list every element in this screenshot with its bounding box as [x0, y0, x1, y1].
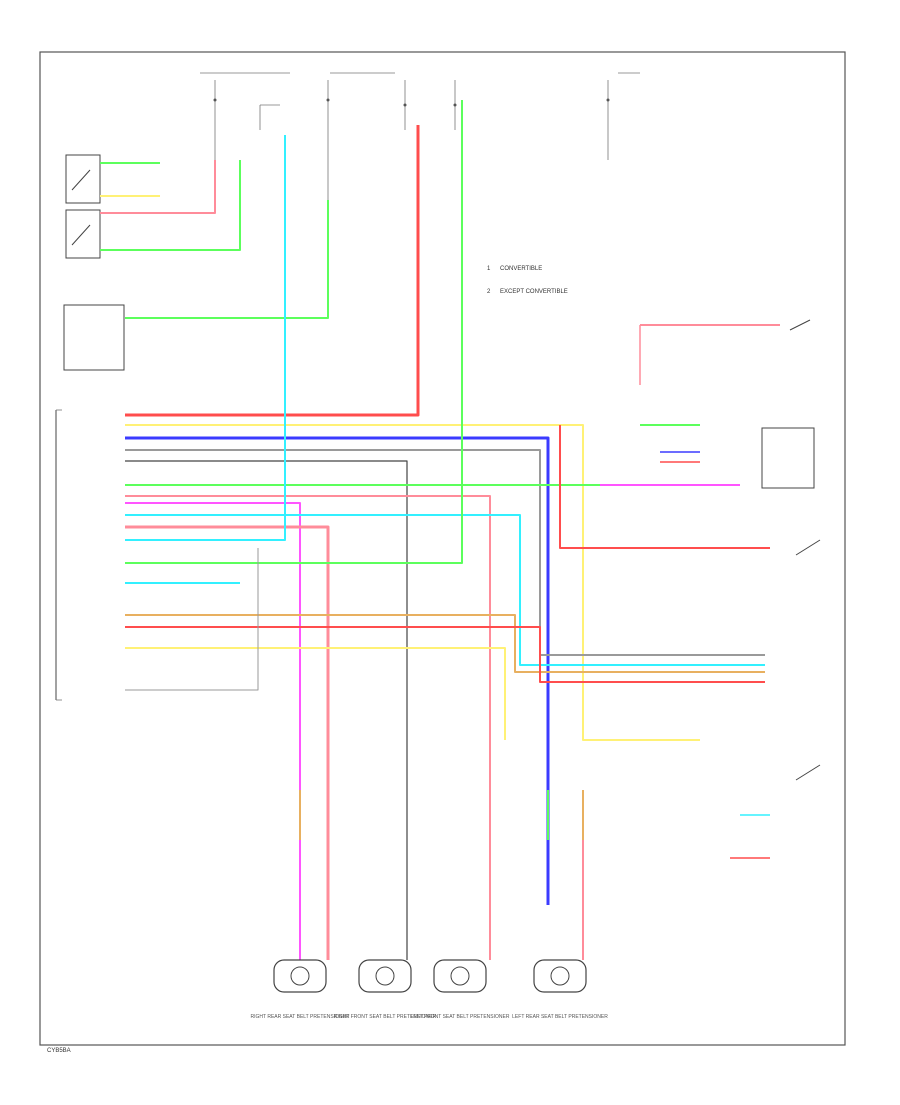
- wire-green-5: [125, 200, 329, 319]
- power-section: [200, 72, 640, 200]
- wire-green-16: [125, 100, 463, 564]
- wire-gray-30: [125, 548, 259, 691]
- wire-pink-14: [125, 525, 330, 960]
- motor-label-3: LEFT FRONT SEAT BELT PRETENSIONER: [411, 1014, 510, 1020]
- wire-red-21: [559, 425, 770, 549]
- wire-cyan-15: [125, 135, 286, 541]
- legend-text-1: CONVERTIBLE: [500, 266, 542, 272]
- wire-black-9: [125, 460, 408, 960]
- wire-group: [100, 100, 780, 960]
- wire-gray-8: [125, 449, 765, 656]
- pretensioner-motor-4: [533, 959, 587, 993]
- wire-red-0: [125, 125, 420, 417]
- motor-label-2: RIGHT FRONT SEAT BELT PRETENSIONER: [334, 1014, 437, 1020]
- motor-label-1: RIGHT REAR SEAT BELT PRETENSIONER: [250, 1014, 349, 1020]
- diagram-code: CYB5BA: [47, 1048, 71, 1054]
- pretensioner-motor-3: [433, 959, 487, 993]
- legend-key-2: 2: [487, 289, 491, 295]
- legend-key-1: 1: [487, 266, 491, 272]
- legend-text-2: EXCEPT CONVERTIBLE: [500, 289, 568, 295]
- wire-yellow-20: [125, 647, 506, 740]
- pretensioner-motor-2: [358, 959, 412, 993]
- wire-yellow-6: [125, 424, 700, 741]
- left-switch-boxes: [63, 154, 125, 371]
- wire-red-19: [125, 626, 765, 683]
- diagram-frame: [39, 51, 846, 1046]
- right-components: [761, 319, 821, 781]
- legend: 1 CONVERTIBLE 2 EXCEPT CONVERTIBLE: [487, 266, 568, 295]
- wire-cyan-13: [125, 514, 765, 666]
- pretensioner-motor-1: [273, 959, 327, 993]
- wire-green-2: [100, 160, 241, 251]
- wire-magenta-12: [125, 502, 301, 960]
- srs-control-module: [55, 409, 62, 701]
- wire-blue-7: [125, 436, 550, 905]
- motor-labels: RIGHT REAR SEAT BELT PRETENSIONER RIGHT …: [250, 1014, 608, 1020]
- wire-pink-11: [125, 495, 491, 960]
- wire-orange-18: [125, 614, 765, 673]
- motor-group: [273, 959, 587, 993]
- motor-label-4: LEFT REAR SEAT BELT PRETENSIONER: [512, 1014, 608, 1020]
- wire-pink-1: [100, 160, 216, 214]
